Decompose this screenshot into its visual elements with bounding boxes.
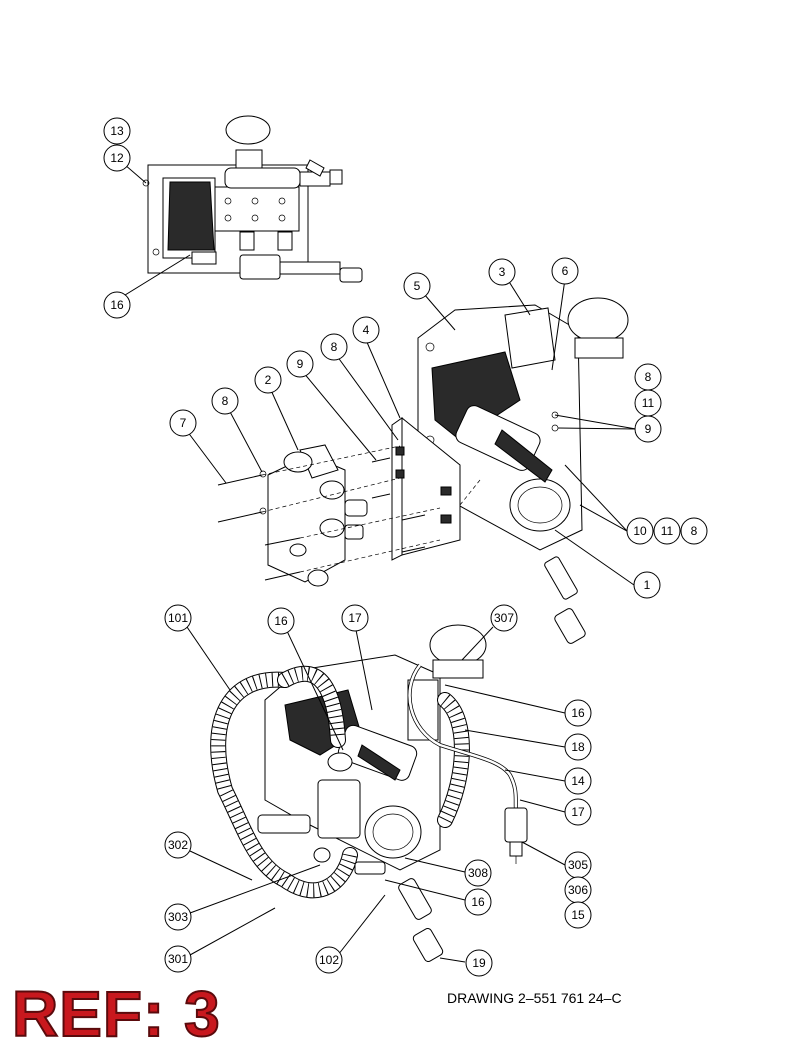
callout-6-label: 6 <box>562 264 569 278</box>
callout-10: 10 <box>626 517 654 545</box>
callout-16-top: 16 <box>103 291 131 319</box>
callout-10-label: 10 <box>633 524 647 538</box>
callout-101-label: 101 <box>168 611 188 625</box>
callout-13-label: 13 <box>110 124 124 138</box>
callout-303: 303 <box>164 903 192 931</box>
callout-11-b-label: 11 <box>661 524 674 538</box>
callout-301-label: 301 <box>168 952 188 966</box>
callout-9-b: 9 <box>634 415 662 443</box>
callout-11-b: 11 <box>653 517 681 545</box>
callout-16-b2-label: 16 <box>571 706 585 720</box>
callout-3: 3 <box>488 258 516 286</box>
callout-5: 5 <box>403 272 431 300</box>
callout-8-a-label: 8 <box>331 340 338 354</box>
callout-6: 6 <box>551 257 579 285</box>
callout-16-b3-label: 16 <box>471 895 485 909</box>
callout-307: 307 <box>490 604 518 632</box>
callout-1: 1 <box>633 571 661 599</box>
callout-305-label: 305 <box>568 858 588 872</box>
callout-9-a-label: 9 <box>297 357 304 371</box>
callout-17-b: 17 <box>564 798 592 826</box>
callout-14: 14 <box>564 767 592 795</box>
callout-11-a: 11 <box>634 389 662 417</box>
callout-303-label: 303 <box>168 910 188 924</box>
callout-302: 302 <box>164 831 192 859</box>
callout-8-c: 8 <box>634 363 662 391</box>
callout-12-label: 12 <box>110 151 124 165</box>
callout-12: 12 <box>103 144 131 172</box>
callout-307-label: 307 <box>494 611 514 625</box>
callout-8-c-label: 8 <box>645 370 652 384</box>
callout-306: 306 <box>564 876 592 904</box>
callout-102-label: 102 <box>319 953 339 967</box>
callout-19-label: 19 <box>472 956 486 970</box>
callout-16-b1: 16 <box>267 607 295 635</box>
top-assembly-view <box>142 115 363 283</box>
callout-16-top-label: 16 <box>110 298 124 312</box>
callout-8-b-label: 8 <box>222 394 229 408</box>
callout-4: 4 <box>352 316 380 344</box>
callout-8-b: 8 <box>211 387 239 415</box>
drawing-number: DRAWING 2–551 761 24–C <box>447 990 622 1006</box>
callout-5-label: 5 <box>414 279 421 293</box>
callout-305: 305 <box>564 851 592 879</box>
callout-15: 15 <box>564 901 592 929</box>
callout-7-label: 7 <box>180 416 187 430</box>
leader-lines <box>116 157 637 963</box>
callout-11-a-label: 11 <box>642 396 655 410</box>
callout-9-a: 9 <box>286 350 314 378</box>
callout-308: 308 <box>464 859 492 887</box>
bottom-assembly-view <box>210 624 528 963</box>
callout-2-label: 2 <box>265 373 272 387</box>
callout-16-b1-label: 16 <box>274 614 288 628</box>
callout-18: 18 <box>564 733 592 761</box>
callout-302-label: 302 <box>168 838 188 852</box>
callout-3-label: 3 <box>499 265 506 279</box>
callout-7: 7 <box>169 409 197 437</box>
callout-8-d: 8 <box>680 517 708 545</box>
callout-8-d-label: 8 <box>691 524 698 538</box>
callout-1-label: 1 <box>644 578 651 592</box>
callout-301: 301 <box>164 945 192 973</box>
callout-306-label: 306 <box>568 883 588 897</box>
callout-101: 101 <box>164 604 192 632</box>
callout-17-a: 17 <box>341 604 369 632</box>
callout-17-b-label: 17 <box>571 805 585 819</box>
callout-15-label: 15 <box>571 908 585 922</box>
callout-18-label: 18 <box>571 740 585 754</box>
callout-4-label: 4 <box>363 323 370 337</box>
callout-13: 13 <box>103 117 131 145</box>
reference-label: REF: 3 <box>11 978 221 1050</box>
middle-assembly-view <box>217 297 629 644</box>
callout-17-a-label: 17 <box>348 611 362 625</box>
callout-9-b-label: 9 <box>645 422 652 436</box>
callout-102: 102 <box>315 946 343 974</box>
callout-16-b3: 16 <box>464 888 492 916</box>
callout-19: 19 <box>465 949 493 977</box>
callout-16-b2: 16 <box>564 699 592 727</box>
callout-2: 2 <box>254 366 282 394</box>
callout-14-label: 14 <box>571 774 585 788</box>
callout-8-a: 8 <box>320 333 348 361</box>
callout-308-label: 308 <box>468 866 488 880</box>
